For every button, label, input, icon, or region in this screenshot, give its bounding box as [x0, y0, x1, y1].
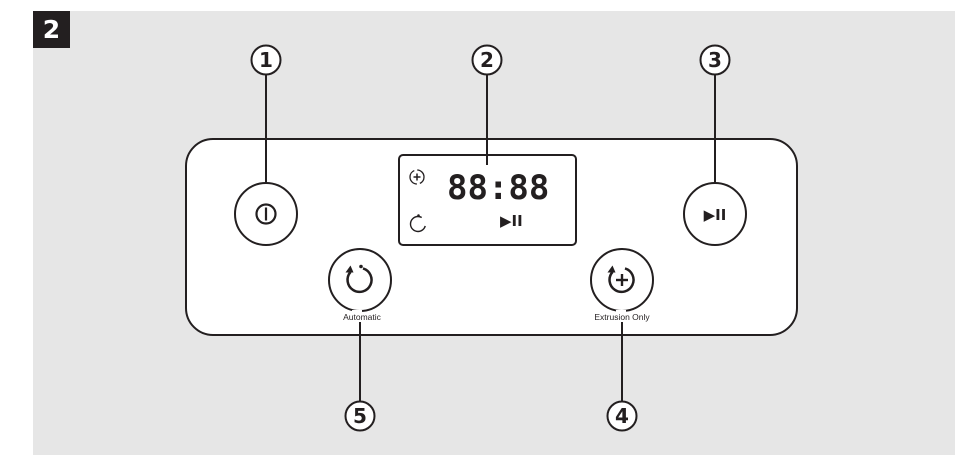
extrusion-only-button[interactable] [590, 248, 654, 312]
automatic-caption-gap [352, 310, 362, 322]
display-extrusion-plus-icon [409, 169, 425, 185]
display-time-digits: 88:88 [447, 168, 549, 208]
automatic-button[interactable] [328, 248, 392, 312]
callout-1-number: 1 [259, 48, 273, 72]
step-number-badge: 2 [33, 11, 70, 48]
extrusion-caption-gap [616, 310, 626, 322]
callout-5: 5 [344, 400, 376, 432]
callout-4: 4 [606, 400, 638, 432]
extrusion-plus-icon [607, 265, 635, 294]
display-window: 88:88 ▶II [398, 154, 577, 246]
callout-5-number: 5 [353, 404, 367, 428]
power-button[interactable] [234, 182, 298, 246]
callout-4-number: 4 [615, 404, 629, 428]
callout-3-number: 3 [708, 48, 722, 72]
automatic-caption: Automatic [343, 312, 382, 322]
callout-2-number: 2 [480, 48, 494, 72]
callout-2: 2 [471, 44, 503, 76]
display-play-pause-icon: ▶II [500, 212, 523, 230]
power-icon [255, 203, 277, 225]
start-pause-button[interactable]: ▶II [683, 182, 747, 246]
extrusion-only-caption: Extrusion Only [594, 312, 650, 322]
display-circular-arrow-icon [409, 214, 427, 233]
play-pause-icon: ▶II [704, 206, 727, 224]
callout-1: 1 [250, 44, 282, 76]
callout-3: 3 [699, 44, 731, 76]
circular-arrow-icon [345, 264, 373, 294]
